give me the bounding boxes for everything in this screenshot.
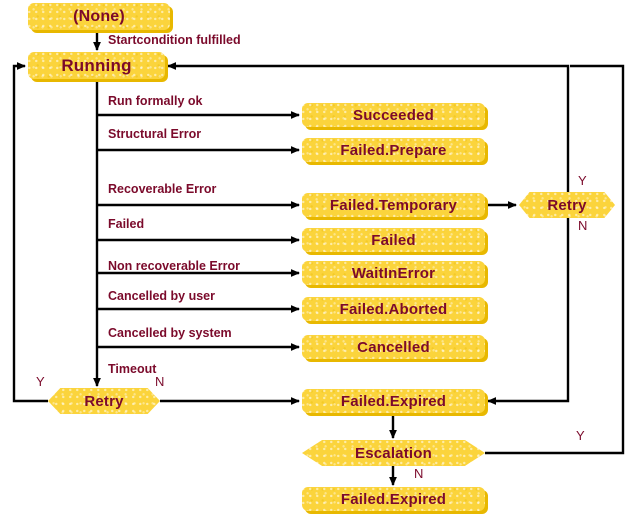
node-failed-expired-top[interactable]: Failed.Expired [302,389,485,413]
node-failed-expired-bottom[interactable]: Failed.Expired [302,487,485,511]
decision-retry-right-yes: Y [578,173,587,188]
node-escalation[interactable]: Escalation [302,440,485,466]
edge-label-cancelled-by-user: Cancelled by user [108,289,215,303]
node-failed-aborted[interactable]: Failed.Aborted [302,297,485,321]
node-retry-left[interactable]: Retry [48,388,160,414]
edge-label-recoverable-error: Recoverable Error [108,182,217,196]
decision-escalation-yes: Y [576,428,585,443]
decision-escalation-no: N [414,466,424,481]
node-wait-in-error[interactable]: WaitInError [302,261,485,285]
edge-label-startcondition-fulfilled: Startcondition fulfilled [108,33,241,47]
node-failed[interactable]: Failed [302,228,485,252]
edge-retry-right-yes-to-running [167,62,570,192]
node-failed-temporary[interactable]: Failed.Temporary [302,193,485,217]
edge-retry-right-no-to-failed-expired [487,218,570,405]
node-cancelled[interactable]: Cancelled [302,335,485,359]
edge-escalation-yes-to-running [485,64,625,455]
node-succeeded[interactable]: Succeeded [302,103,485,127]
edge-label-non-recoverable-error: Non recoverable Error [108,259,240,273]
edge-label-timeout: Timeout [108,362,157,376]
edge-label-cancelled-by-system: Cancelled by system [108,326,232,340]
node-failed-prepare[interactable]: Failed.Prepare [302,138,485,162]
decision-retry-right-no: N [578,218,588,233]
decision-retry-left-no: N [155,374,165,389]
decision-retry-left-yes: Y [36,374,45,389]
edge-label-run-formally-ok: Run formally ok [108,94,203,108]
edge-label-structural-error: Structural Error [108,127,202,141]
node-running[interactable]: Running [28,52,165,79]
node-retry-right[interactable]: Retry [519,192,615,218]
edge-label-failed: Failed [108,217,145,231]
node-none[interactable]: (None) [28,3,170,30]
edge-retry-left-yes-to-running [12,62,48,403]
